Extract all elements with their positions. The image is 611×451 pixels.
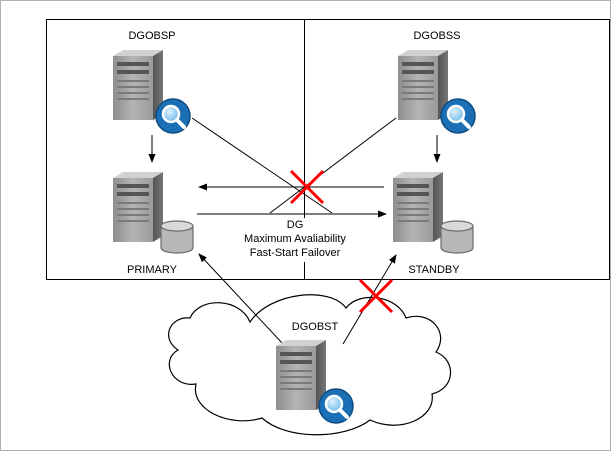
dg-title: DG	[286, 219, 304, 231]
database-icon	[440, 220, 474, 254]
magnifier-icon	[439, 97, 477, 135]
arrow-dgobst-to-primary	[198, 253, 284, 345]
label-dgobst: DGOBST	[291, 321, 339, 333]
dg-failover-mode: Fast-Start Failover	[249, 247, 341, 259]
label-standby: STANDBY	[408, 264, 460, 276]
dg-protection-mode: Maximum Avaliability	[244, 233, 346, 245]
line-dgobss-diagonal	[269, 117, 397, 214]
label-dgobsp: DGOBSP	[128, 30, 176, 42]
connector-lines	[148, 117, 441, 345]
magnifier-icon	[317, 387, 355, 425]
line-dgobsp-diagonal	[191, 117, 333, 214]
magnifier-icon	[154, 97, 192, 135]
database-icon	[160, 220, 194, 254]
label-dgobss: DGOBSS	[413, 30, 461, 42]
arrow-dgobst-to-standby	[342, 254, 397, 345]
dg-config-box: DG Maximum Avaliability Fast-Start Failo…	[240, 218, 350, 262]
label-primary: PRIMARY	[127, 264, 177, 276]
